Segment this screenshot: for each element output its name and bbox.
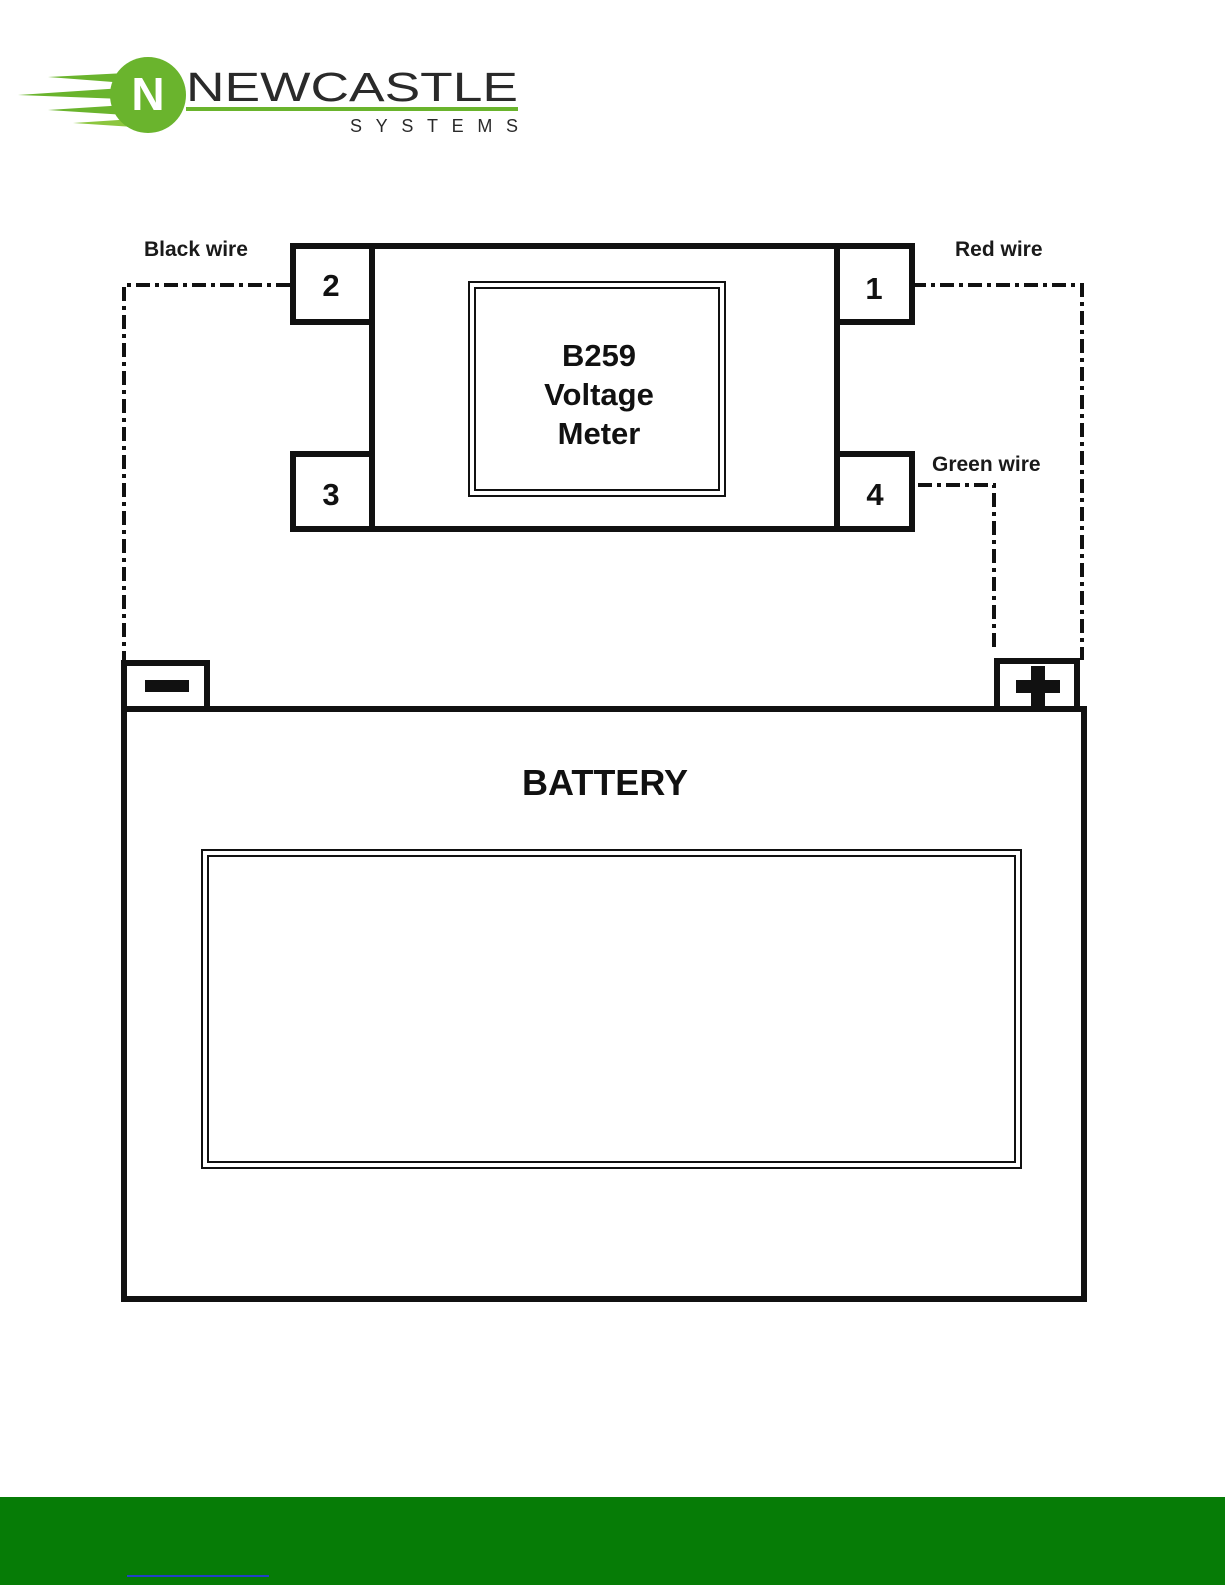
- black-wire-label: Black wire: [144, 238, 248, 261]
- footer-link-underline[interactable]: [127, 1575, 269, 1577]
- meter-label-line2: Voltage: [544, 377, 654, 412]
- wiring-diagram: Black wire Red wire Green wire B259 Volt…: [0, 0, 1225, 1500]
- terminal-2-number: 2: [322, 268, 339, 303]
- battery-title: BATTERY: [522, 762, 688, 803]
- green-wire-label: Green wire: [932, 453, 1041, 476]
- minus-icon: [145, 680, 189, 692]
- meter-label-line1: B259: [562, 338, 636, 373]
- positive-terminal: [997, 661, 1077, 709]
- black-wire: [124, 285, 290, 660]
- terminal-1-number: 1: [865, 271, 882, 306]
- red-wire-label: Red wire: [955, 238, 1043, 261]
- green-wire: [918, 485, 994, 650]
- footer-bar: [0, 1497, 1225, 1585]
- negative-terminal: [124, 663, 207, 709]
- terminal-4-number: 4: [866, 477, 884, 512]
- terminal-3-number: 3: [322, 477, 339, 512]
- meter-label-line3: Meter: [558, 416, 641, 451]
